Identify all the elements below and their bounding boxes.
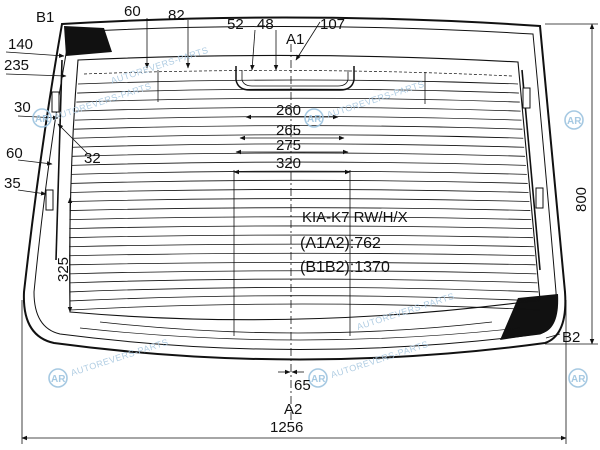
- b1b2-label: (B1B2):1370: [300, 259, 390, 276]
- bus-bar-left: [55, 59, 63, 261]
- corner-block-b1: [64, 26, 112, 56]
- terminal-right-bottom: [535, 187, 544, 209]
- heater-line: [70, 189, 529, 193]
- point-a2-label: A2: [284, 401, 302, 418]
- heater-line: [72, 143, 525, 148]
- dim-32: 32: [84, 150, 101, 167]
- dim-275: 275: [276, 137, 301, 154]
- heater-line: [71, 161, 526, 166]
- dim-65: 65: [294, 377, 311, 394]
- dim-320: 320: [276, 155, 301, 172]
- top-notch: [235, 66, 355, 91]
- heater-line: [69, 252, 535, 257]
- glass-outer-outline: [22, 16, 567, 361]
- terminal-right-top: [522, 87, 531, 109]
- dim-48: 48: [257, 16, 274, 33]
- top-dashed-line: [83, 70, 513, 77]
- heater-line: [69, 262, 536, 266]
- heater-line: [69, 234, 533, 239]
- heater-line: [69, 286, 539, 293]
- heater-line: [69, 198, 530, 202]
- heater-line: [69, 225, 533, 230]
- dim-60-top: 60: [124, 3, 141, 20]
- point-b1-label: B1: [36, 9, 54, 26]
- watermark-logo: AR: [35, 114, 50, 125]
- dim-800: 800: [573, 187, 590, 212]
- heater-line: [70, 179, 528, 184]
- heated-area-frame: [69, 54, 541, 321]
- dim-30: 30: [14, 99, 31, 116]
- dim-140: 140: [8, 36, 33, 53]
- watermark-logo: AR: [307, 114, 322, 125]
- point-a1-label: A1: [286, 31, 304, 48]
- watermark-text-5: AUTOREVERS-PARTS: [110, 45, 210, 86]
- dim-1256: 1256: [270, 419, 303, 436]
- heater-line: [69, 303, 541, 311]
- point-b2-label: B2: [562, 329, 580, 346]
- dim-265: 265: [276, 122, 301, 139]
- bottom-inner-line: [99, 321, 493, 334]
- heater-line: [75, 106, 521, 112]
- watermark-logo: AR: [571, 374, 586, 385]
- watermark-text-1: AUTOREVERS-PARTS: [53, 81, 153, 122]
- watermark-logo: AR: [567, 116, 582, 127]
- dim-82: 82: [168, 7, 185, 24]
- dim-235: 235: [4, 57, 29, 74]
- dim-325: 325: [55, 257, 72, 282]
- dim-107: 107: [320, 16, 345, 33]
- heater-line: [77, 79, 519, 85]
- heater-line: [69, 243, 534, 248]
- terminal-left-top: [51, 91, 60, 113]
- terminal-left-bottom: [45, 189, 54, 211]
- a1a2-label: (A1A2):762: [300, 235, 381, 252]
- watermark-logo: AR: [51, 374, 66, 385]
- dim-260: 260: [276, 102, 301, 119]
- dim-35: 35: [4, 175, 21, 192]
- heater-line: [74, 125, 523, 130]
- bottom-inner-line-2: [79, 327, 521, 341]
- top-notch-inner: [241, 70, 349, 87]
- dim-60-left: 60: [6, 145, 23, 162]
- model-label: KIA-K7 RW/H/X: [302, 209, 408, 226]
- watermark-text-3: AUTOREVERS-PARTS: [70, 337, 170, 378]
- heater-line: [76, 97, 520, 103]
- heater-line: [69, 278, 538, 284]
- heater-line: [77, 88, 519, 94]
- heater-line: [69, 295, 540, 302]
- heater-line: [73, 134, 524, 139]
- heater-line: [69, 216, 532, 220]
- watermark-logo: AR: [311, 374, 326, 385]
- heater-line: [69, 207, 531, 211]
- heater-line: [69, 270, 537, 275]
- dim-52: 52: [227, 16, 244, 33]
